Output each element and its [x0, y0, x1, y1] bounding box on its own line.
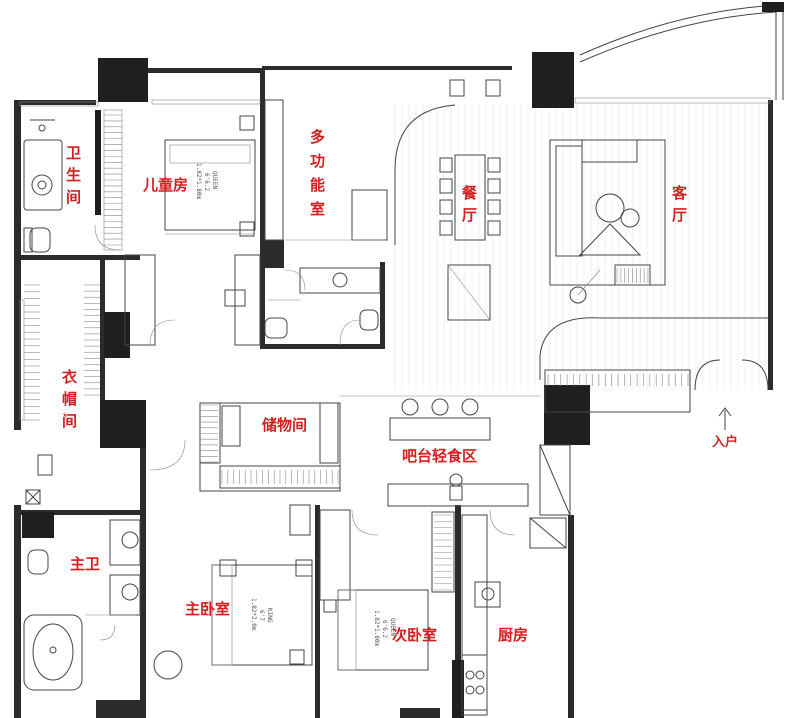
living-floor-texture: [394, 104, 767, 390]
walls: [14, 66, 773, 718]
dining-chair: [439, 157, 453, 173]
bathroom-center: [264, 267, 381, 346]
second-bed-type: QUEEN: [389, 618, 396, 636]
dining-chair: [487, 220, 501, 236]
label-second-bed: 次卧室: [392, 626, 437, 644]
dining-chair: [487, 157, 501, 173]
label-multi-room: 多功能室: [310, 128, 325, 218]
second-bed-size: 6'6.2: [381, 620, 388, 638]
closet: [24, 284, 100, 505]
dining-chair: [487, 178, 501, 194]
label-dining-text: 餐厅: [462, 184, 478, 224]
label-living-text: 客厅: [671, 184, 688, 224]
label-storage: 储物间: [262, 416, 307, 434]
entry: [544, 359, 769, 430]
second-bedroom: QUEEN 6'6.2 1.82*1.80m: [319, 509, 455, 671]
label-closet: 衣帽间: [62, 368, 77, 430]
multi-room: [264, 79, 501, 241]
dining-chair: [439, 199, 453, 215]
dining-chair: [487, 199, 501, 215]
living-floor-edge: [394, 104, 770, 380]
entry-arrow-icon: [718, 407, 732, 430]
label-master-bed: 主卧室: [185, 600, 230, 618]
dining-chair: [439, 178, 453, 194]
label-master-bath: 主卫: [70, 555, 100, 573]
label-kids-room: 儿童房: [142, 176, 188, 194]
bar-area: [340, 395, 571, 516]
kids-bed-type: QUEEN: [211, 171, 218, 189]
second-bed-dim: 1.82*1.80m: [373, 610, 380, 647]
windows: [19, 97, 771, 421]
kids-bed-dim: 1.82*1.80m: [195, 163, 202, 200]
label-living: 客厅: [671, 184, 688, 224]
label-bathroom-text: 卫生间: [66, 144, 81, 206]
label-closet-text: 衣帽间: [62, 368, 77, 430]
label-bathroom: 卫生间: [66, 144, 81, 206]
storage-room: [199, 402, 341, 492]
living-area: [549, 139, 666, 304]
master-bed-size: 6'7: [258, 610, 265, 621]
dining-chair: [439, 220, 453, 236]
balcony-arc: [579, 2, 784, 100]
label-kitchen: 厨房: [498, 626, 528, 644]
dining-area: [439, 154, 501, 321]
master-bed-dim: 1.82*2.0m: [250, 598, 257, 631]
label-dining: 餐厅: [462, 184, 478, 224]
kids-bed-size: 6'6.2: [203, 173, 210, 191]
master-bath: [23, 519, 141, 691]
room-labels: 卫生间 儿童房 多功能室 餐厅 客厅 衣帽间 储物间 吧台轻食区 主卫 主卧室 …: [62, 128, 738, 644]
kitchen: [461, 509, 567, 716]
label-multi-room-text: 多功能室: [310, 128, 325, 218]
label-bar: 吧台轻食区: [402, 447, 477, 465]
pillars: [22, 52, 590, 718]
master-bedroom: KING 6'7 1.82*2.0m: [149, 404, 313, 680]
label-entry: 入户: [712, 434, 738, 450]
master-bed-type: KING: [266, 608, 273, 623]
kids-room: QUEEN 6'6.2 1.82*1.80m: [103, 109, 261, 346]
